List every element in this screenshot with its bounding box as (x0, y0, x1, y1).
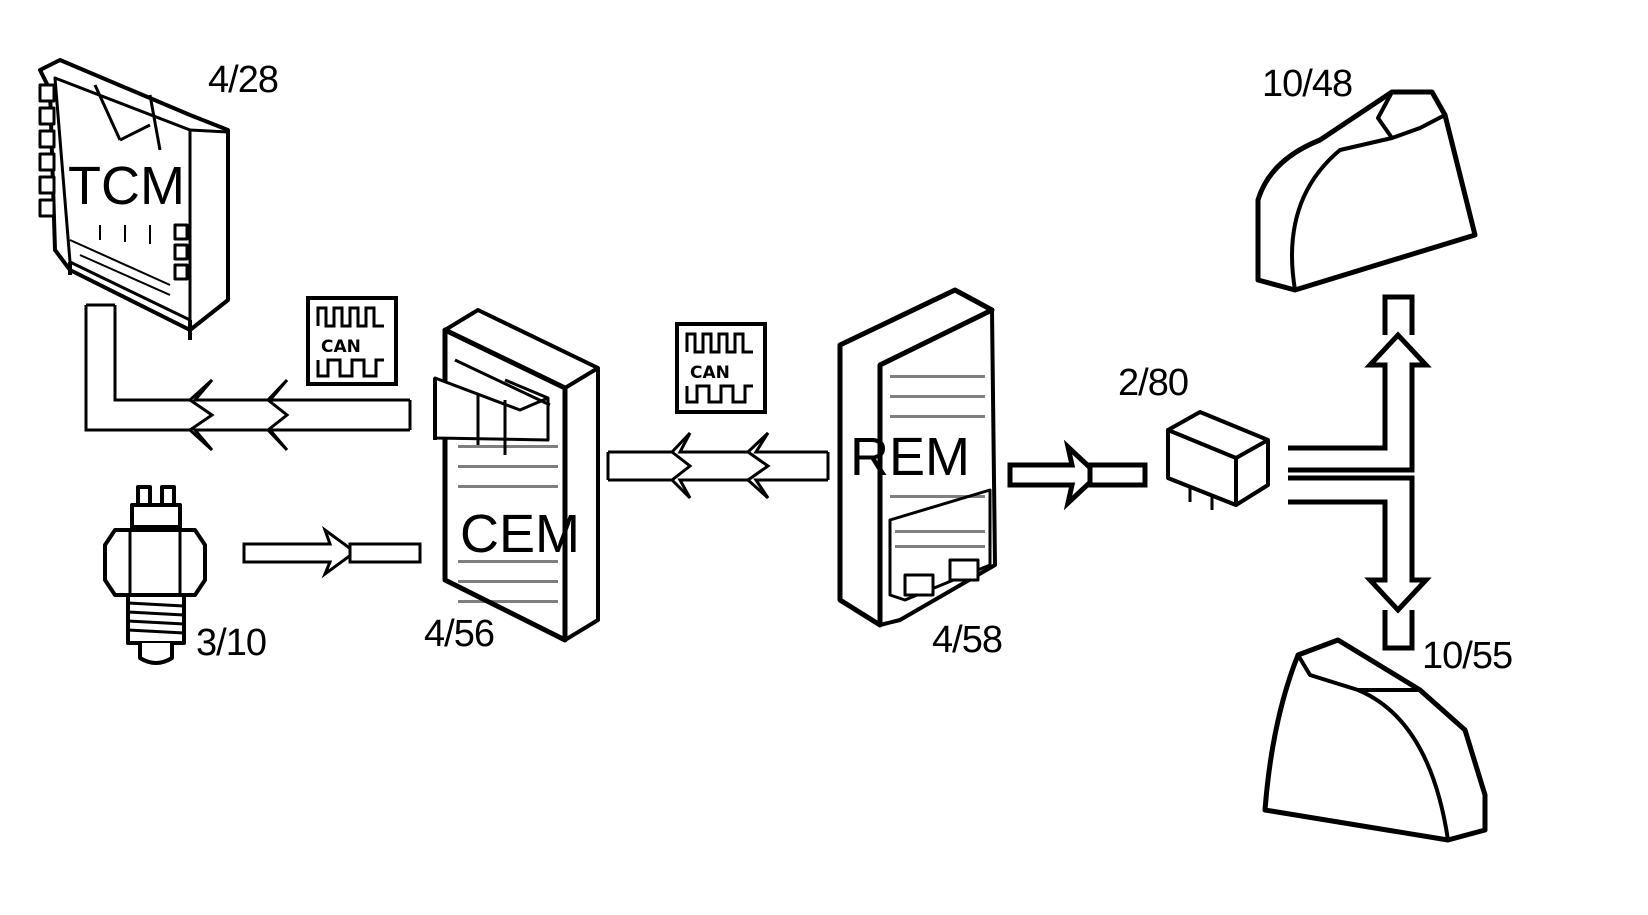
relay-ref: 2/80 (1118, 362, 1188, 404)
cem-module (433, 308, 600, 643)
cem-label: CEM (460, 504, 580, 564)
switch-to-cem-arrow (242, 525, 422, 579)
tcm-ref: 4/28 (208, 59, 278, 101)
rem-module (837, 287, 997, 628)
rem-to-relay-arrow (1007, 439, 1148, 511)
switch-ref: 3/10 (196, 622, 266, 664)
rem-ref: 4/58 (932, 619, 1002, 661)
can-badge-1: CAN (306, 296, 398, 386)
relay-2-80 (1166, 410, 1270, 510)
svg-text:CAN: CAN (690, 363, 730, 383)
tcm-label: TCM (68, 156, 185, 216)
rem-label: REM (850, 427, 970, 487)
tcm-to-cem-link (84, 303, 412, 452)
svg-text:CAN: CAN (321, 337, 361, 357)
lamp-bottom-10-55 (1262, 637, 1488, 843)
cem-vent-pattern (458, 445, 558, 603)
rem-vent-pattern (890, 375, 985, 548)
cem-to-rem-link (606, 431, 830, 500)
lamp-top-ref: 10/48 (1262, 63, 1352, 105)
cem-ref: 4/56 (424, 613, 494, 655)
lamp-bottom-ref: 10/55 (1422, 635, 1512, 677)
relay-to-lamps-arrows (1288, 294, 1432, 651)
switch-3-10 (103, 485, 207, 665)
tcm-module (38, 58, 230, 340)
can-badge-2: CAN (675, 322, 767, 414)
lamp-top-10-48 (1255, 89, 1478, 293)
